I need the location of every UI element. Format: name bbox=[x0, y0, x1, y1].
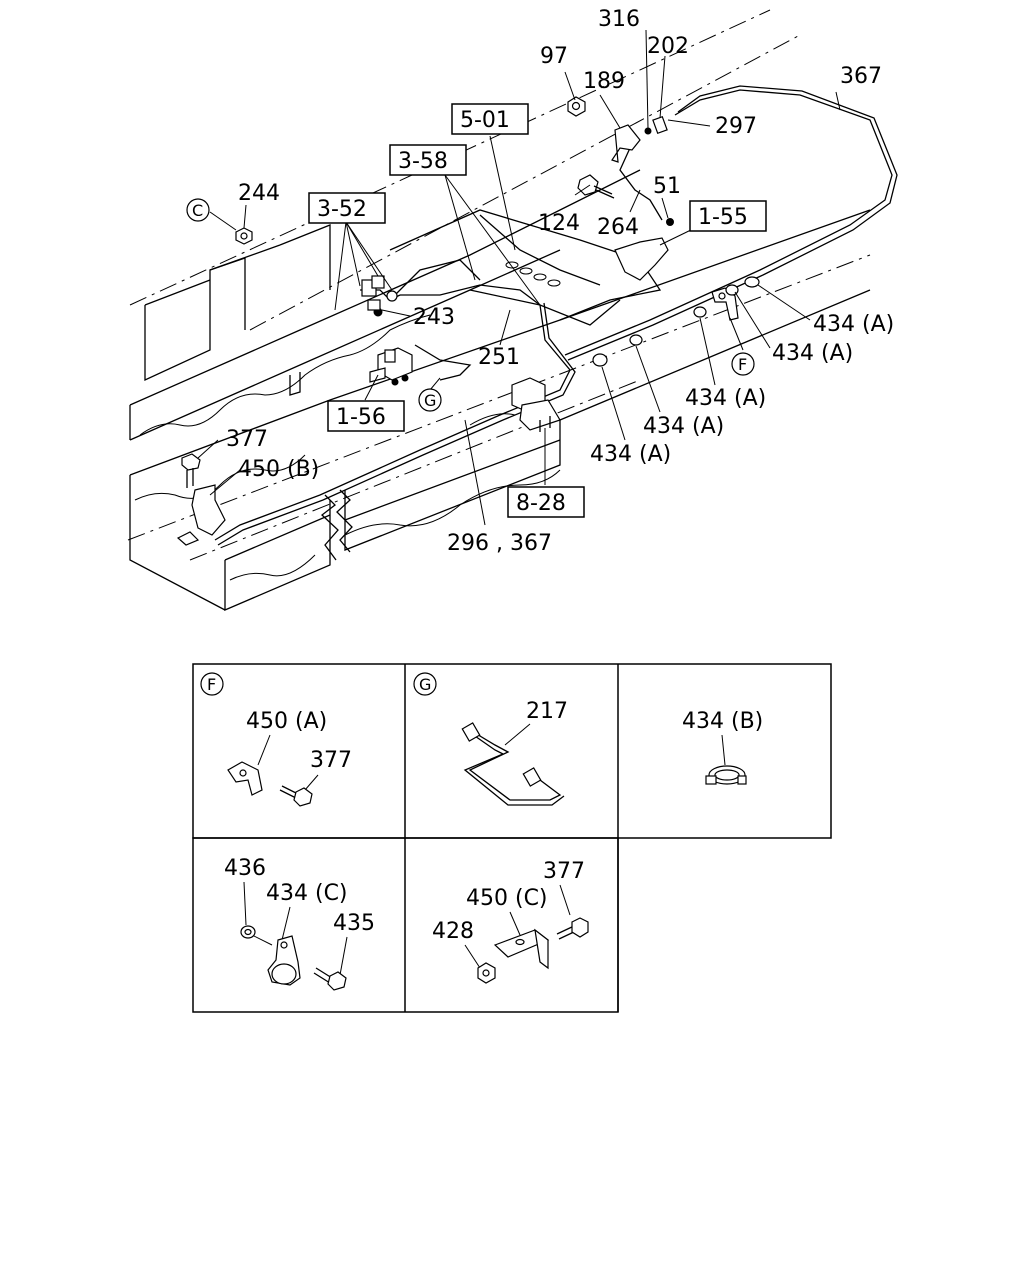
marker-f: F bbox=[738, 355, 747, 374]
detail-panel-450c: 377 450 (C) 428 bbox=[432, 859, 589, 984]
unit-8-28-icon bbox=[511, 377, 561, 432]
bolt-124-icon bbox=[577, 174, 615, 199]
circled-markers: C F G bbox=[186, 198, 755, 412]
label-367-top: 367 bbox=[840, 64, 882, 89]
label-51: 51 bbox=[653, 174, 681, 199]
label-434a-3: 434 (A) bbox=[685, 386, 766, 411]
clamp-434a-icon bbox=[744, 276, 760, 288]
nut-428-icon bbox=[477, 962, 496, 984]
label-97: 97 bbox=[540, 44, 568, 69]
panel-g-marker: G bbox=[419, 675, 431, 694]
clamp-434a-3-icon bbox=[693, 306, 707, 318]
panel-e-label-377: 377 bbox=[543, 859, 585, 884]
bolt-377-c-icon bbox=[556, 917, 589, 940]
panel-f-label-377: 377 bbox=[310, 748, 352, 773]
detail-panel-f: F 450 (A) 377 bbox=[200, 672, 352, 807]
pipe-217-icon bbox=[461, 722, 565, 806]
reference-boxes: 5-01 3-58 3-52 1-55 1-56 8-28 bbox=[308, 103, 767, 518]
label-377: 377 bbox=[226, 427, 268, 452]
leader-lines bbox=[197, 29, 841, 526]
fitting-316-icon bbox=[644, 127, 652, 135]
label-202: 202 bbox=[647, 34, 689, 59]
callout-labels: 316 202 97 189 367 297 51 124 264 244 24… bbox=[226, 7, 894, 556]
bracket-450b-icon bbox=[191, 484, 226, 536]
ref-1-55: 1-55 bbox=[698, 205, 748, 230]
block-1-56-icon bbox=[369, 347, 413, 386]
washer-436-icon bbox=[240, 925, 256, 939]
label-251: 251 bbox=[478, 345, 520, 370]
panel-c-label-436: 436 bbox=[224, 856, 266, 881]
panel-b-label-434b: 434 (B) bbox=[682, 709, 763, 734]
panel-f-marker: F bbox=[207, 675, 216, 694]
clamp-434a-4-icon bbox=[629, 334, 643, 346]
panel-c-label-435: 435 bbox=[333, 911, 375, 936]
bolt-377-icon bbox=[181, 453, 201, 488]
valve-3-52-icon bbox=[361, 275, 398, 317]
panel-e-label-428: 428 bbox=[432, 919, 474, 944]
parts bbox=[176, 96, 760, 546]
marker-g: G bbox=[424, 391, 436, 410]
ref-5-01: 5-01 bbox=[460, 108, 510, 133]
clamp-434a-5-icon bbox=[592, 353, 608, 367]
label-434a-1: 434 (A) bbox=[813, 312, 894, 337]
label-296-367: 296 , 367 bbox=[447, 531, 552, 556]
detail-panel-434b: 434 (B) bbox=[682, 709, 763, 785]
label-124: 124 bbox=[538, 211, 580, 236]
nut-244-icon bbox=[235, 227, 253, 245]
valve-1-55-icon bbox=[614, 237, 669, 281]
label-244: 244 bbox=[238, 181, 280, 206]
bolt-377-detail-icon bbox=[279, 785, 313, 807]
bracket-450c-icon bbox=[493, 928, 550, 970]
fitting-51-icon bbox=[666, 218, 674, 226]
label-434a-2: 434 (A) bbox=[772, 341, 853, 366]
ref-8-28: 8-28 bbox=[516, 491, 566, 516]
chassis-frame bbox=[127, 9, 871, 611]
bracket-450a-icon bbox=[227, 761, 263, 796]
detail-panel-g: G 217 bbox=[413, 672, 568, 806]
fitting-202-icon bbox=[652, 115, 668, 135]
ref-1-56: 1-56 bbox=[336, 405, 386, 430]
detail-panel-grid bbox=[192, 663, 832, 1013]
label-450b: 450 (B) bbox=[238, 457, 319, 482]
panel-g-label-217: 217 bbox=[526, 699, 568, 724]
label-434a-5: 434 (A) bbox=[590, 442, 671, 467]
ref-3-58: 3-58 bbox=[398, 149, 448, 174]
ref-3-52: 3-52 bbox=[317, 197, 367, 222]
panel-e-label-450c: 450 (C) bbox=[466, 886, 548, 911]
detail-panel-434c: 436 434 (C) 435 bbox=[224, 856, 375, 991]
panel-f-label-450a: 450 (A) bbox=[246, 709, 327, 734]
clamp-434c-icon bbox=[267, 935, 301, 986]
label-243: 243 bbox=[413, 305, 455, 330]
label-434a-4: 434 (A) bbox=[643, 414, 724, 439]
panel-c-label-434c: 434 (C) bbox=[266, 881, 348, 906]
nut-97-icon bbox=[567, 96, 586, 117]
bolt-435-icon bbox=[313, 967, 347, 991]
label-189: 189 bbox=[583, 69, 625, 94]
bracket-189-icon bbox=[611, 124, 641, 163]
clamp-434b-icon bbox=[705, 765, 747, 785]
label-316: 316 bbox=[598, 7, 640, 32]
label-297: 297 bbox=[715, 114, 757, 139]
label-264: 264 bbox=[597, 215, 639, 240]
marker-c: C bbox=[192, 201, 203, 220]
